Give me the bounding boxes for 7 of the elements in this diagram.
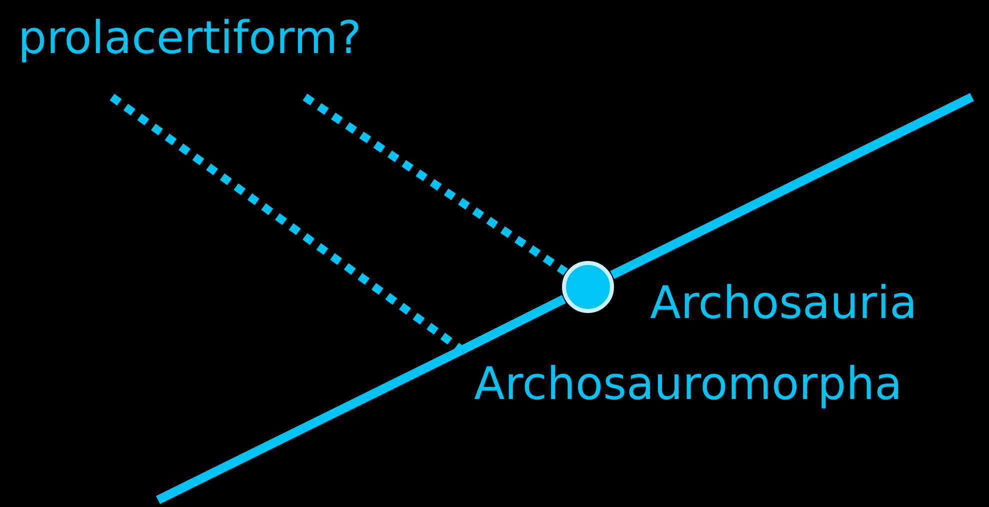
node-circle (561, 260, 615, 314)
dashed-branch-line (302, 94, 568, 276)
branch-line (610, 92, 974, 280)
clade-label: Archosauria (650, 277, 918, 329)
clade-label: Archosauromorpha (462, 350, 902, 410)
taxon-label: prolacertiform? (18, 12, 362, 64)
branch-line (460, 295, 566, 354)
